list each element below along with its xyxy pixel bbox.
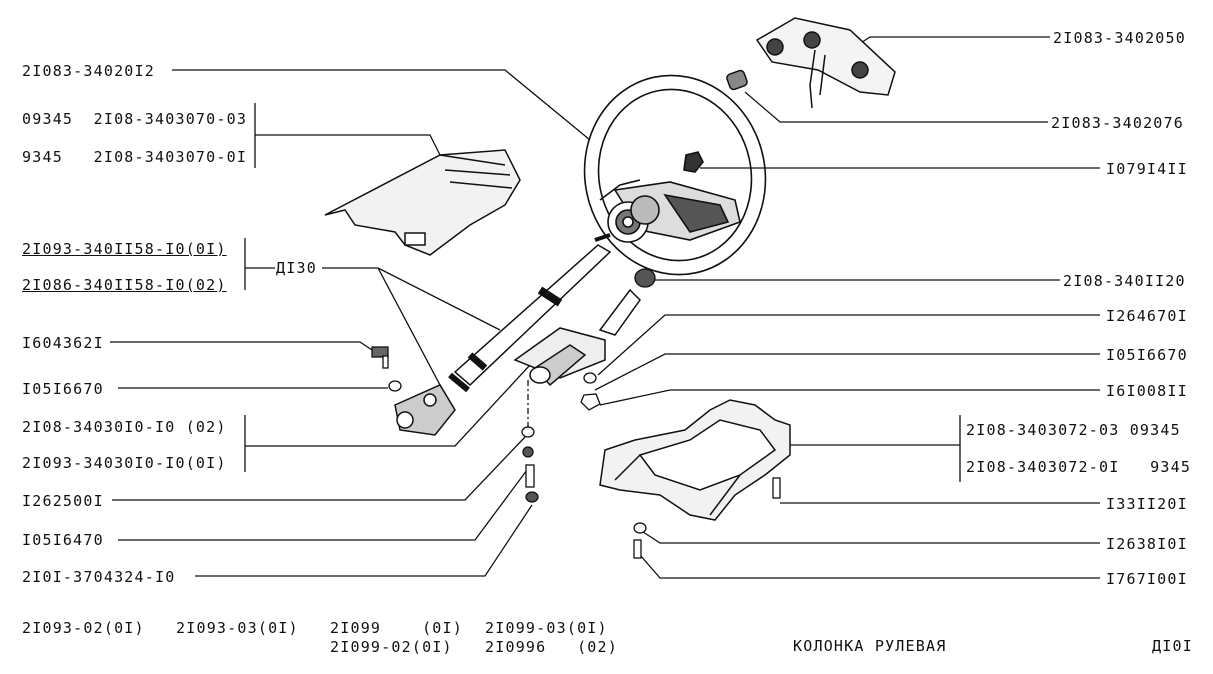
steering-shaft [394,233,612,436]
page-title: КОЛОНКА РУЛЕВАЯ [793,637,947,655]
part-label: 2I08-34030I0-I0 (02) [22,418,227,436]
page-code: ДI0I [1152,637,1193,655]
leader-line [112,436,526,501]
leader-line [790,415,961,482]
fasteners [371,346,781,559]
part-label: I05I6670 [1106,346,1188,364]
leader-line [599,389,1100,406]
model-label: 2I093-03(0I) [176,619,299,637]
model-label: 2I099-02(0I) [330,638,453,656]
model-label: 2I093-02(0I) [22,619,145,637]
leader-line [639,554,1100,579]
part-label: I767I00I [1106,570,1188,588]
part-label: I604362I [22,334,104,352]
leader-line [254,103,441,168]
leader-line [594,353,1100,391]
part-label: I05I6470 [22,531,104,549]
part-label: 09345 2I08-3403070-03 [22,110,248,128]
part-label: 2I083-3402076 [1051,114,1184,132]
part-label: 2I093-34030I0-I0(0I) [22,454,227,472]
model-label: 2I099-03(0I) [485,619,608,637]
part-label: 2I093-340II58-I0(0I) [22,240,227,258]
part-label: 2I08-3403072-03 09345 [966,421,1181,439]
column-bracket [513,288,641,387]
steering-wheel [583,74,767,276]
part-label: I264670I [1106,307,1188,325]
part-label: I05I6670 [22,380,104,398]
leader-line [849,36,1050,51]
leader-line [597,314,1100,376]
leader-line [744,91,1048,123]
part-label: 2I083-3402050 [1053,29,1186,47]
leader-line [244,238,501,386]
part-label: ДI30 [276,259,317,277]
leader-line [172,69,591,141]
leader-line [244,364,531,472]
upper-shroud [324,149,521,256]
lower-shroud [599,399,791,521]
part-label: I262500I [22,492,104,510]
part-label: 9345 2I08-3403070-0I [22,148,248,166]
part-label: 2I0I-3704324-I0 [22,568,176,586]
part-label: 2I08-3403072-0I 9345 [966,458,1192,476]
leader-line [639,529,1100,544]
part-label: 2I08-340II20 [1063,272,1186,290]
part-label: I33II20I [1106,495,1188,513]
bushing [634,268,656,288]
part-label: 2I086-340II58-I0(02) [22,276,227,294]
part-label: I6I008II [1106,382,1188,400]
part-label: I079I4II [1106,160,1188,178]
horn-pad [726,17,896,109]
leader-line [118,469,528,541]
nut-icon [683,151,704,173]
part-label: 2I083-34020I2 [22,62,155,80]
leader-line [195,504,533,577]
model-label: 2I0996 (02) [485,638,618,656]
part-label: I2638I0I [1106,535,1188,553]
model-label: 2I099 (0I) [330,619,463,637]
leader-line [110,341,373,351]
